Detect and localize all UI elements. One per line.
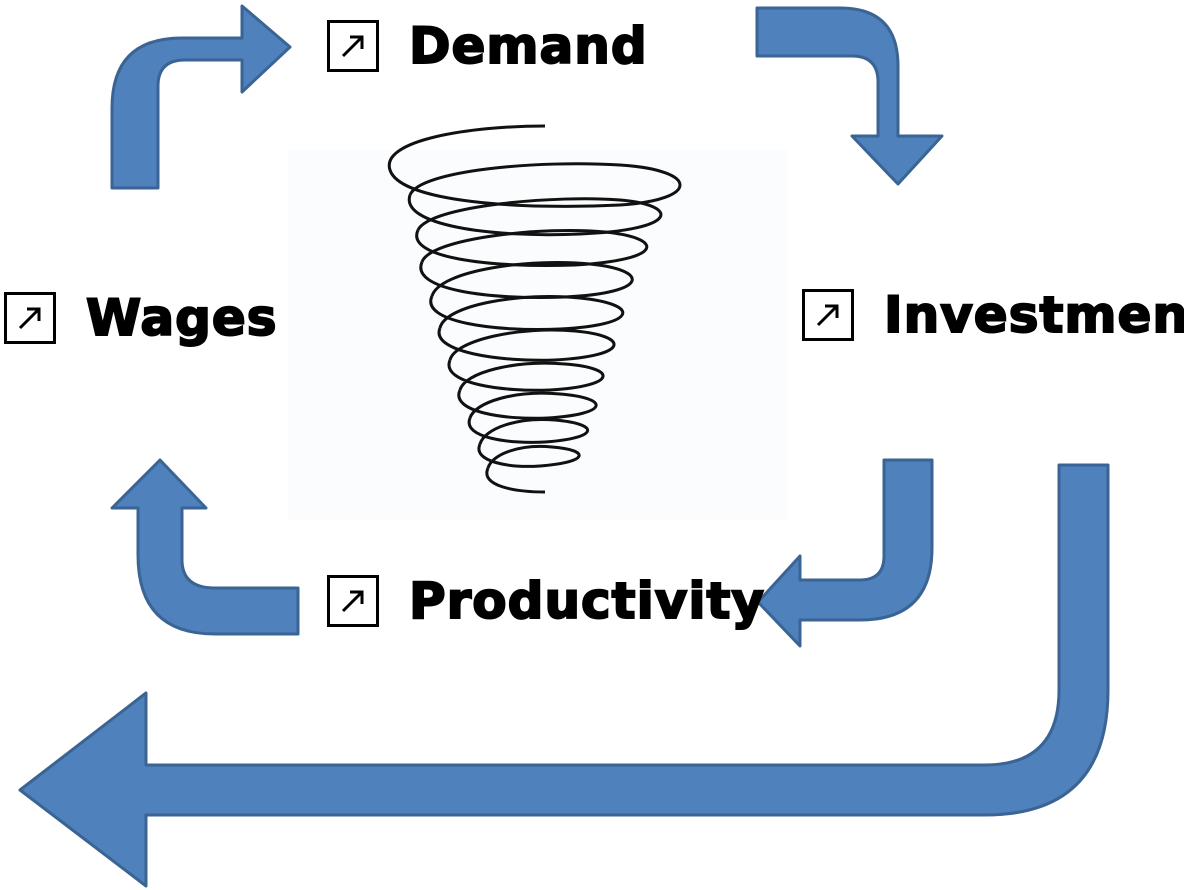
up-right-arrow-icon — [327, 575, 379, 627]
node-demand: Demand — [327, 20, 648, 72]
arrow-demand-to-investment — [755, 6, 944, 186]
up-right-arrow-icon — [802, 289, 854, 341]
node-productivity: Productivity — [327, 575, 765, 627]
node-investment: Investment — [802, 289, 1184, 341]
arrow-wages-to-demand — [110, 4, 292, 190]
spiral-spring-icon — [387, 124, 682, 494]
node-label-productivity: Productivity — [408, 572, 765, 630]
up-right-arrow-icon — [327, 20, 379, 72]
node-label-demand: Demand — [408, 17, 648, 75]
node-wages: Wages — [4, 292, 278, 344]
arrow-investment-to-productivity — [756, 458, 934, 648]
arrow-investment-to-productivity-loop — [18, 463, 1110, 888]
node-label-investment: Investment — [883, 286, 1184, 344]
up-right-arrow-icon — [4, 292, 56, 344]
spring-backdrop — [288, 150, 788, 520]
arrow-productivity-to-wages — [110, 458, 300, 636]
node-label-wages: Wages — [85, 289, 278, 347]
